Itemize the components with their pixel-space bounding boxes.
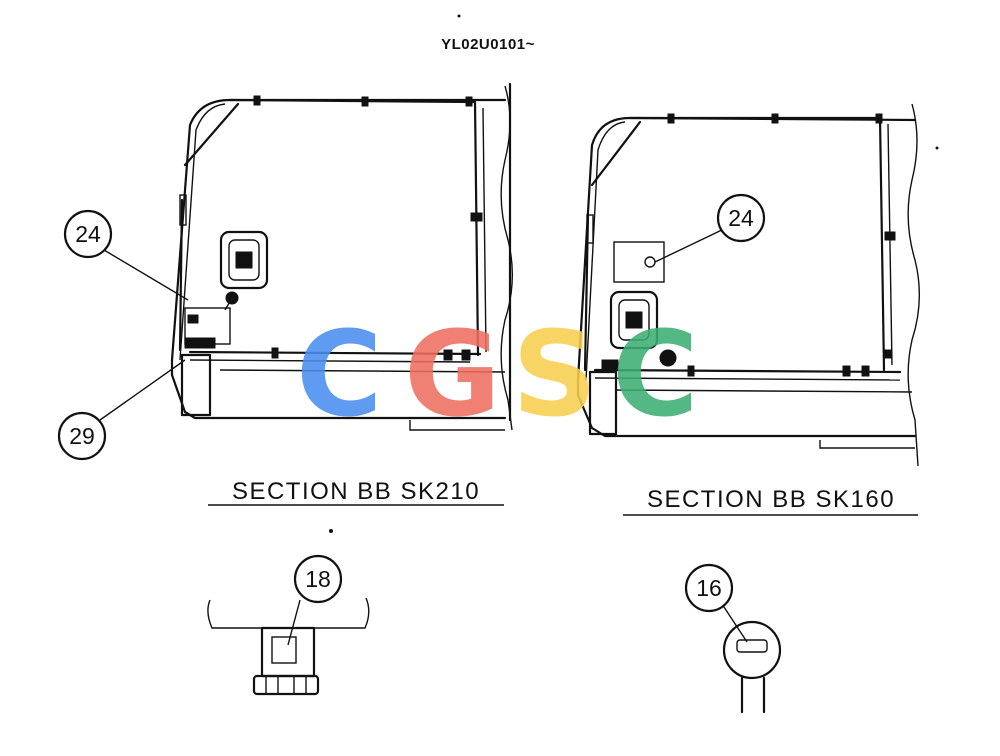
section-label-sk160: SECTION BB SK160 <box>623 486 918 516</box>
cab-section-sk160 <box>576 103 921 467</box>
callout-29-left: 29 <box>57 359 186 461</box>
detail-16: 16 <box>684 563 782 714</box>
callout-24-right: 24 <box>654 193 766 263</box>
section-title: SECTION BB SK160 <box>647 486 895 513</box>
section-title: SECTION BB SK210 <box>232 478 480 505</box>
cab-section-sk210 <box>170 82 514 431</box>
watermark-letter-c1: C <box>296 305 383 443</box>
callout-number: 24 <box>728 205 754 231</box>
watermark-logo: C G S C <box>296 305 699 443</box>
callout-number: 24 <box>75 221 101 247</box>
detail-18: 18 <box>207 554 370 696</box>
watermark-letter-c2: C <box>612 305 699 443</box>
watermark-letter-s: S <box>512 305 597 443</box>
callout-number: 16 <box>696 575 722 601</box>
callout-24-left: 24 <box>63 209 189 301</box>
watermark-letter-g: G <box>404 305 501 443</box>
section-label-sk210: SECTION BB SK210 <box>208 478 504 506</box>
callout-number: 18 <box>305 566 331 592</box>
drawing-code: YL02U0101~ <box>441 36 535 53</box>
callout-number: 29 <box>69 423 95 449</box>
